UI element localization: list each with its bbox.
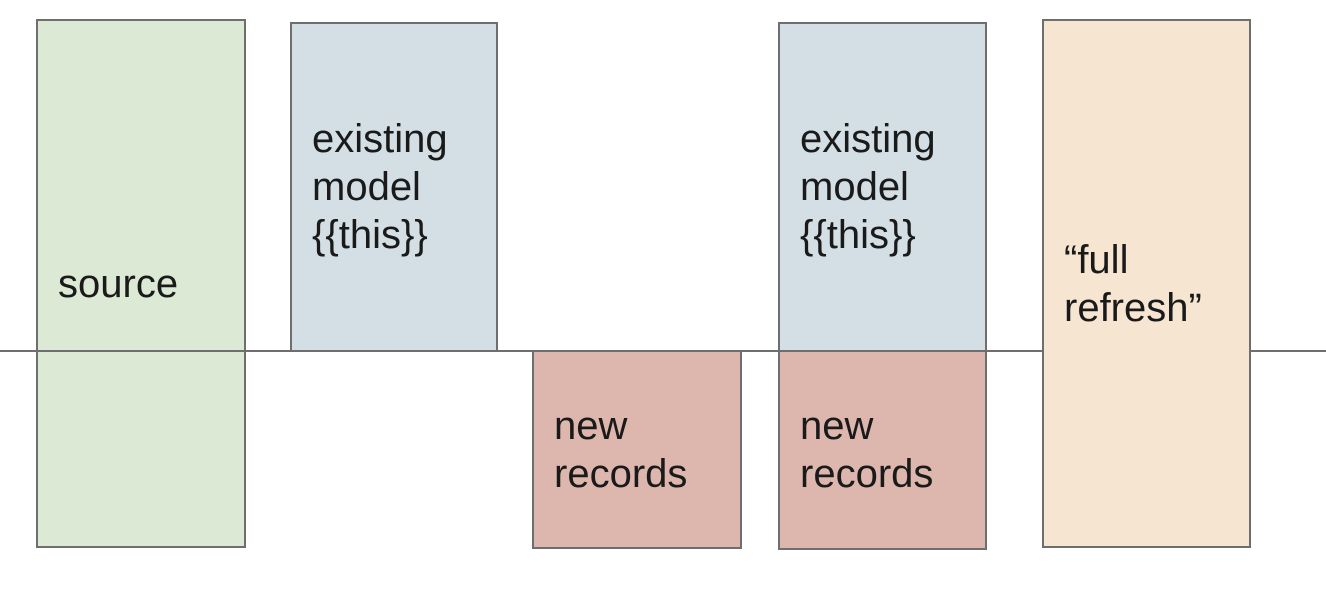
existing-model-box-1: existing model {{this}} — [290, 22, 498, 352]
full-refresh-box-label: “full refresh” — [1064, 237, 1202, 330]
existing-model-box-1-label: existing model {{this}} — [312, 117, 448, 257]
new-records-box-1: new records — [532, 350, 742, 549]
existing-model-box-2-label: existing model {{this}} — [800, 117, 936, 257]
new-records-box-2: new records — [778, 350, 987, 550]
source-box-label: source — [58, 261, 179, 306]
new-records-box-2-label: new records — [800, 404, 934, 496]
source-box: source — [36, 19, 246, 548]
full-refresh-box: “full refresh” — [1042, 19, 1251, 548]
existing-model-box-2: existing model {{this}} — [778, 22, 987, 352]
new-records-box-1-label: new records — [554, 403, 688, 496]
